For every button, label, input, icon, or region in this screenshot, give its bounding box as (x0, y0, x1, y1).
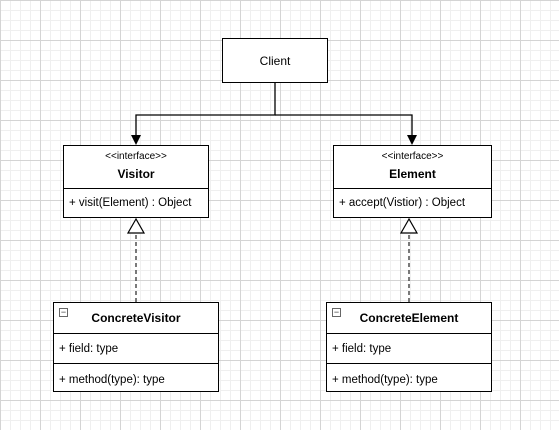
concrete-element-method: + method(type): type (332, 374, 438, 386)
visitor-realization-triangle (126, 217, 146, 234)
element-header: <<interface>> Element (334, 146, 491, 189)
association-edges (135, 83, 413, 139)
concrete-visitor-method: + method(type): type (59, 374, 165, 386)
element-interface[interactable]: <<interface>> Element + accept(Vistior) … (333, 145, 492, 218)
concrete-visitor-header: − ConcreteVisitor (54, 303, 218, 334)
concrete-element-header: − ConcreteElement (327, 303, 491, 334)
visitor-interface[interactable]: <<interface>> Visitor + visit(Element) :… (63, 145, 209, 218)
visitor-header: <<interface>> Visitor (64, 146, 208, 189)
element-name: Element (389, 167, 436, 181)
concrete-element-name: ConcreteElement (359, 311, 459, 325)
collapse-icon[interactable]: − (332, 307, 341, 317)
client-to-element-edge[interactable] (275, 114, 413, 139)
concrete-visitor-field: + field: type (54, 334, 218, 364)
collapse-icon[interactable]: − (59, 307, 68, 317)
element-stereotype: <<interface>> (381, 151, 444, 162)
element-operation: + accept(Vistior) : Object (339, 197, 466, 209)
visitor-arrowhead (131, 135, 141, 145)
concrete-visitor-class[interactable]: − ConcreteVisitor + field: type + method… (53, 302, 219, 392)
client-to-visitor-edge[interactable] (135, 83, 276, 139)
client-box[interactable]: Client (222, 38, 328, 83)
realization-edges (135, 233, 410, 302)
concrete-element-class[interactable]: − ConcreteElement + field: type + method… (326, 302, 492, 392)
element-arrowhead (407, 135, 417, 145)
visitor-name: Visitor (117, 167, 155, 181)
element-realization-triangle (399, 217, 419, 234)
visitor-stereotype: <<interface>> (105, 151, 167, 162)
concrete-visitor-name: ConcreteVisitor (91, 311, 181, 325)
concrete-element-field: + field: type (327, 334, 491, 364)
visitor-operation: + visit(Element) : Object (69, 197, 192, 209)
client-label: Client (259, 53, 291, 68)
